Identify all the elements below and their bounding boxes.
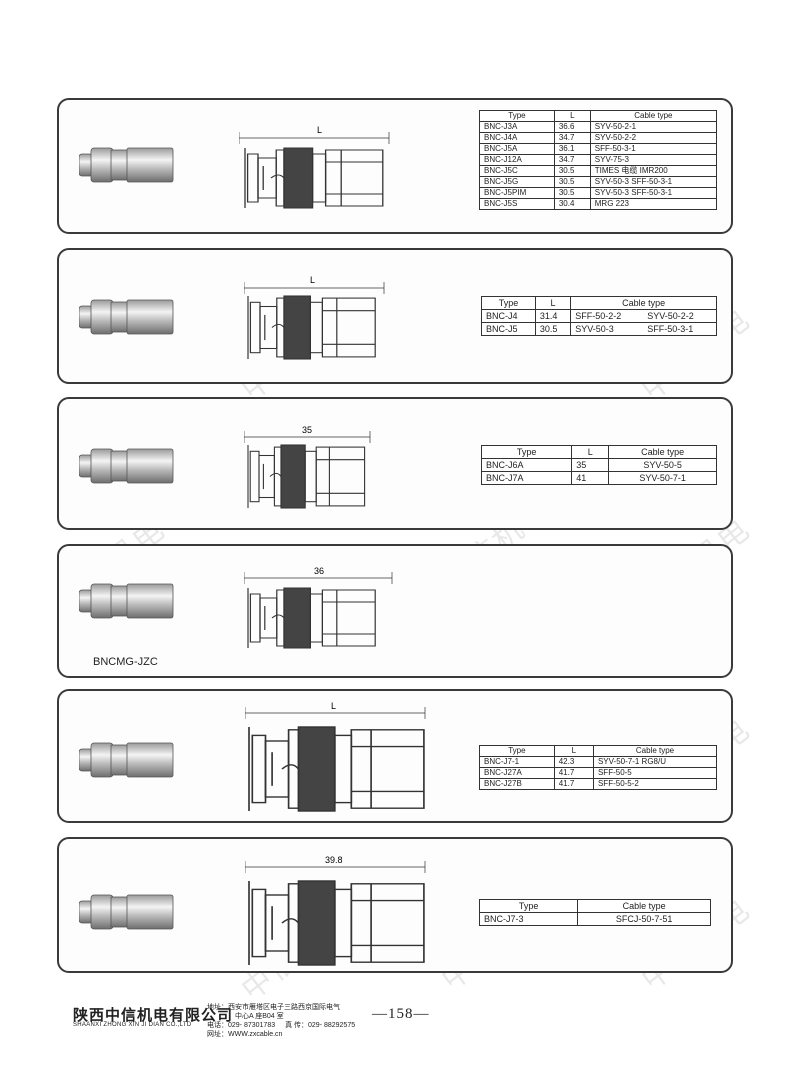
col-type: Type: [478, 899, 579, 913]
phone: 电话：029- 87301783: [207, 1022, 276, 1029]
model-label: BNCMG-JZC: [93, 656, 158, 668]
dimension-label: 39.8: [325, 855, 343, 865]
phone-fax-line: 电话：029- 87301783 真 传：029- 88292575: [207, 1021, 355, 1030]
dimension-drawing: L: [245, 701, 426, 812]
col-type: Type: [479, 745, 555, 757]
contact-info: 地址：西安市雁塔区电子三路西京国际电气 中心A 座B04 室 电话：029- 8…: [207, 1003, 355, 1039]
dimension-label: 36: [314, 566, 324, 576]
connector-photo: [79, 147, 174, 183]
col-cable: Cable type: [577, 899, 711, 913]
address-line: 地址：西安市雁塔区电子三路西京国际电气: [207, 1004, 340, 1011]
col-l: L: [534, 296, 572, 310]
col-l: L: [553, 110, 591, 122]
company-name-cn: 陕西中信机电有限公司: [73, 1007, 234, 1024]
col-type: Type: [481, 296, 536, 310]
connector-photo: [79, 583, 174, 619]
connector-photo: [79, 742, 174, 778]
col-cable: Cable type: [589, 110, 718, 122]
connector-photo: [79, 299, 174, 335]
dimension-label: L: [331, 701, 336, 711]
connector-photo: [79, 448, 174, 484]
dimension-drawing: 39.8: [245, 855, 426, 966]
page-number: —158—: [372, 1006, 430, 1022]
dimension-drawing: L: [244, 275, 385, 360]
col-l: L: [571, 445, 610, 459]
col-type: Type: [480, 445, 573, 459]
col-type: Type: [479, 110, 555, 122]
dimension-drawing: L: [239, 125, 390, 209]
dimension-label: 35: [302, 425, 312, 435]
col-cable: Cable type: [570, 296, 717, 310]
product-panel-4: BNCMG-JZC 36: [57, 544, 733, 678]
website: 网址：WWW.zxcable.cn: [207, 1031, 283, 1038]
dimension-drawing: 36: [244, 566, 393, 649]
connector-photo: [79, 894, 174, 930]
dimension-drawing: 35: [244, 425, 371, 509]
fax: 真 传：029- 88292575: [285, 1022, 356, 1029]
col-cable: Cable type: [592, 745, 718, 757]
col-cable: Cable type: [608, 445, 717, 459]
dimension-label: L: [317, 125, 322, 135]
address-line: 中心A 座B04 室: [235, 1013, 284, 1020]
dimension-label: L: [310, 275, 315, 285]
company-name-en: SHAANXI ZHONG XIN JI DIAN CO.,LTD: [73, 1022, 192, 1028]
col-l: L: [553, 745, 594, 757]
